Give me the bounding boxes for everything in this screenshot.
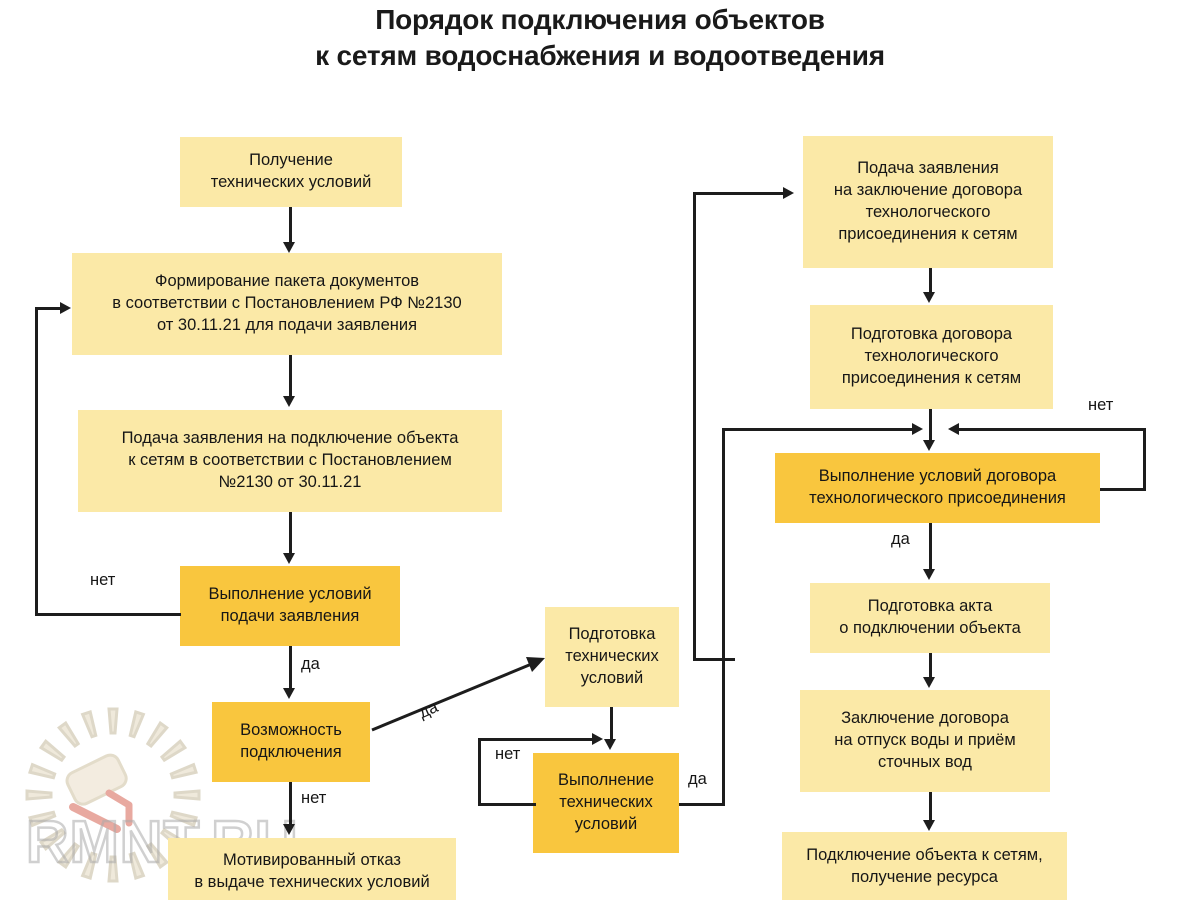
- node-podgotovka-dogovora: Подготовка договора технологического при…: [810, 305, 1053, 409]
- edge-n4-n2-bottom: [35, 613, 181, 616]
- arrowhead-n4-n5: [283, 688, 295, 699]
- node-podgotovka-tehnicheskih-usloviy: Подготовка технических условий: [545, 607, 679, 707]
- arrowhead-n12-n13: [923, 677, 935, 688]
- node-vozmozhnost-podklyucheniya: Возможность подключения: [212, 702, 370, 782]
- arrowhead-n2-n3: [283, 396, 295, 407]
- arrowhead-n5-n6: [283, 824, 295, 835]
- edge-n4-n2-left: [35, 307, 38, 616]
- edge-label-yes-submission: да: [301, 655, 320, 673]
- arrowhead-n11-n12: [923, 569, 935, 580]
- node-podgotovka-akta: Подготовка акта о подключении объекта: [810, 583, 1050, 653]
- edge-n7-n9-bottom: [693, 658, 735, 661]
- edge-n8-up-top: [722, 428, 914, 431]
- edge-n8-n7-top: [478, 738, 594, 741]
- edge-n11-n12: [929, 523, 932, 569]
- node-podklyuchenie-obekta-k-setyam: Подключение объекта к сетям, получение р…: [782, 832, 1067, 900]
- arrowhead-n1-n2: [283, 242, 295, 253]
- edge-n11-loop-right: [1143, 428, 1146, 491]
- edge-n12-n13: [929, 653, 932, 677]
- node-podacha-zayavleniya-na-podklyuchenie: Подача заявления на подключение объекта …: [78, 410, 502, 512]
- edge-n1-n2: [289, 207, 292, 242]
- edge-n3-n4: [289, 512, 292, 553]
- edge-n13-n14: [929, 792, 932, 820]
- arrowhead-n4-n2: [60, 302, 71, 314]
- arrowhead-n7-n9: [783, 187, 794, 199]
- page-title: Порядок подключения объектов к сетям вод…: [315, 4, 885, 71]
- edge-n4-n5: [289, 646, 292, 688]
- edge-n4-n2-top: [35, 307, 63, 310]
- edge-n5-n6: [289, 782, 292, 824]
- arrowhead-n11-loop: [948, 423, 959, 435]
- arrowhead-n9-n10: [923, 292, 935, 303]
- edge-n8-n7-bottom: [478, 803, 536, 806]
- arrowhead-n10-n11: [923, 440, 935, 451]
- node-vypolnenie-usloviy-podachi-zayavleniya: Выполнение условий подачи заявления: [180, 566, 400, 646]
- edge-n8-up-riser: [722, 428, 725, 806]
- arrowhead-n3-n4: [283, 553, 295, 564]
- node-poluchenie-tehnicheskih-usloviy: Получение технических условий: [180, 137, 402, 207]
- node-motivirovannyy-otkaz: Мотивированный отказ в выдаче технически…: [168, 838, 456, 900]
- edge-n7-n9-top: [693, 192, 785, 195]
- edge-label-yes-contract: да: [891, 530, 910, 548]
- edge-label-no-contract: нет: [1088, 396, 1114, 414]
- arrowhead-n8-n7: [592, 733, 603, 745]
- node-zaklyuchenie-dogovora-voda: Заключение договора на отпуск воды и при…: [800, 690, 1050, 792]
- edge-n11-loop-top: [959, 428, 1146, 431]
- edge-n8-up-bottom: [679, 803, 725, 806]
- node-formirovanie-paketa-dokumentov: Формирование пакета документов в соответ…: [72, 253, 502, 355]
- edge-n8-n7-left: [478, 738, 481, 806]
- edge-n10-n11: [929, 409, 932, 440]
- node-vypolnenie-usloviy-dogovora: Выполнение условий договора технологичес…: [775, 453, 1100, 523]
- edge-label-yes-tech: да: [688, 770, 707, 788]
- edge-n2-n3: [289, 355, 292, 396]
- node-vypolnenie-tehnicheskih-usloviy: Выполнение технических условий: [533, 753, 679, 853]
- edge-label-no-tech: нет: [495, 745, 521, 763]
- node-podacha-zayavleniya-dogovor: Подача заявления на заключение договора …: [803, 136, 1053, 268]
- edge-n11-loop-bottom: [1100, 488, 1146, 491]
- edge-n7-n8: [610, 707, 613, 739]
- edge-n9-n10: [929, 268, 932, 292]
- edge-label-no-submission: нет: [90, 571, 116, 589]
- edge-label-no-possibility: нет: [301, 789, 327, 807]
- arrowhead-n13-n14: [923, 820, 935, 831]
- arrowhead-n7-n8: [604, 739, 616, 750]
- edge-n7-n9-riser: [693, 192, 696, 661]
- arrowhead-n8-n11: [912, 423, 923, 435]
